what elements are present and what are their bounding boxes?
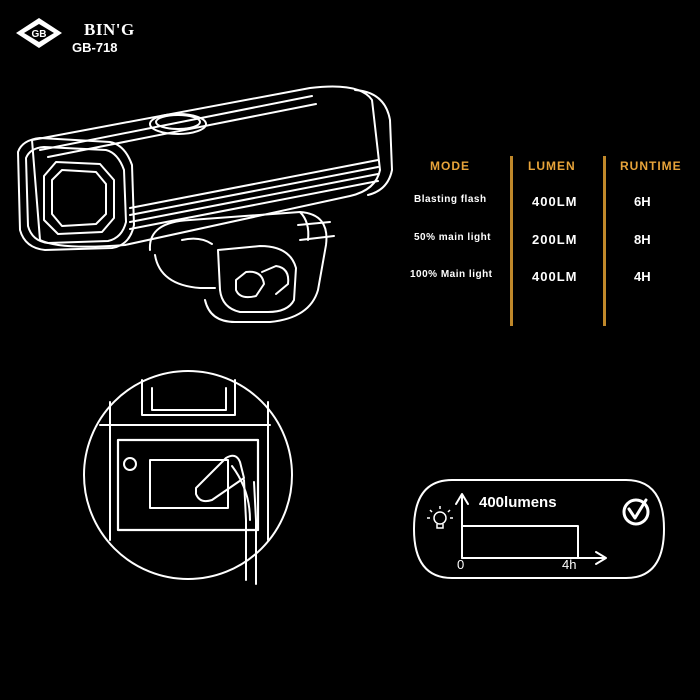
runtime-bar (461, 525, 579, 559)
column-divider (603, 156, 606, 326)
brand-logo-icon: GB (16, 18, 62, 48)
column-divider (510, 156, 513, 326)
axis-start-label: 0 (457, 557, 465, 572)
charging-port-illustration (83, 370, 293, 585)
check-circle-icon (622, 498, 650, 526)
row-lumen: 400LM (532, 194, 578, 209)
bulb-icon (427, 506, 453, 529)
badge-outline (413, 479, 665, 579)
brand-header: GB BIN'G GB-718 (14, 14, 144, 60)
badge-title: 400lumens (479, 494, 557, 511)
row-mode: 50% main light (414, 232, 492, 243)
row-lumen: 200LM (532, 232, 578, 247)
header-runtime: RUNTIME (620, 159, 682, 173)
row-runtime: 4H (634, 269, 651, 284)
header-mode: MODE (430, 159, 470, 173)
brand-logo-text: GB (32, 29, 47, 40)
bike-light-illustration (17, 85, 393, 323)
row-runtime: 8H (634, 232, 651, 247)
spec-table: MODE LUMEN RUNTIME Blasting flash 400LM … (400, 150, 700, 330)
row-runtime: 6H (634, 194, 651, 209)
axis-end-label: 4h (562, 557, 577, 572)
row-mode: 100% Main light (410, 269, 493, 280)
brand-name: BIN'G (84, 20, 135, 39)
header-lumen: LUMEN (528, 159, 576, 173)
row-mode: Blasting flash (414, 194, 487, 205)
row-lumen: 400LM (532, 269, 578, 284)
brand-model: GB-718 (72, 40, 118, 55)
lumens-badge (413, 479, 665, 579)
